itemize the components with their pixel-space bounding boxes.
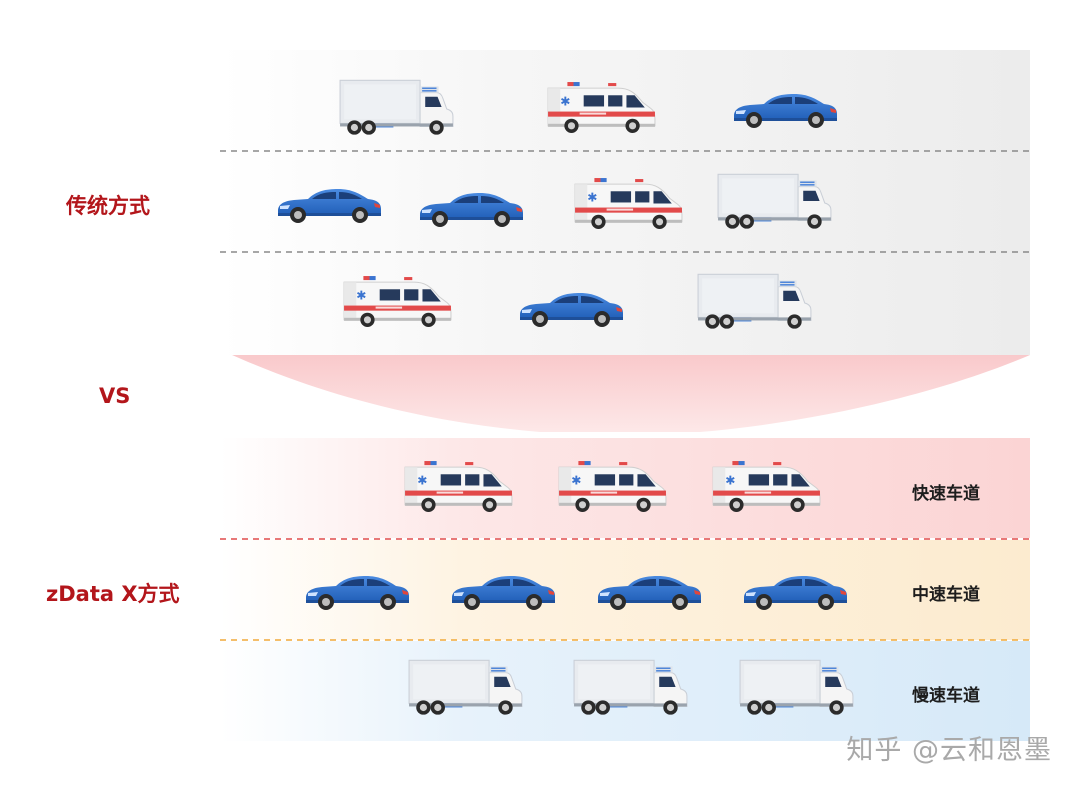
truck-icon [738,658,856,718]
car-icon [516,289,626,329]
ambulance-icon [545,80,657,136]
car-icon [730,90,840,130]
truck-icon [338,78,456,138]
car-icon [448,572,558,612]
watermark: 知乎 @云和恩墨 [846,735,1052,766]
slow-lane-label: 慢速车道 [912,686,980,706]
zdata-label: zData X方式 [46,582,180,606]
medium-lane-label: 中速车道 [912,585,980,605]
traditional-label: 传统方式 [66,194,150,218]
ambulance-icon [556,459,668,515]
car-icon [594,572,704,612]
truck-icon [572,658,690,718]
truck-icon [696,272,814,332]
car-icon [416,189,526,229]
ambulance-icon [402,459,514,515]
vs-label: VS [99,384,131,408]
car-icon [740,572,850,612]
ambulance-icon [710,459,822,515]
ambulance-icon [341,274,453,330]
truck-icon [407,658,525,718]
car-icon [302,572,412,612]
truck-icon [716,172,834,232]
fast-lane-label: 快速车道 [912,484,980,504]
ambulance-icon [572,176,684,232]
car-icon [274,185,384,225]
funnel-shape [232,355,1030,432]
